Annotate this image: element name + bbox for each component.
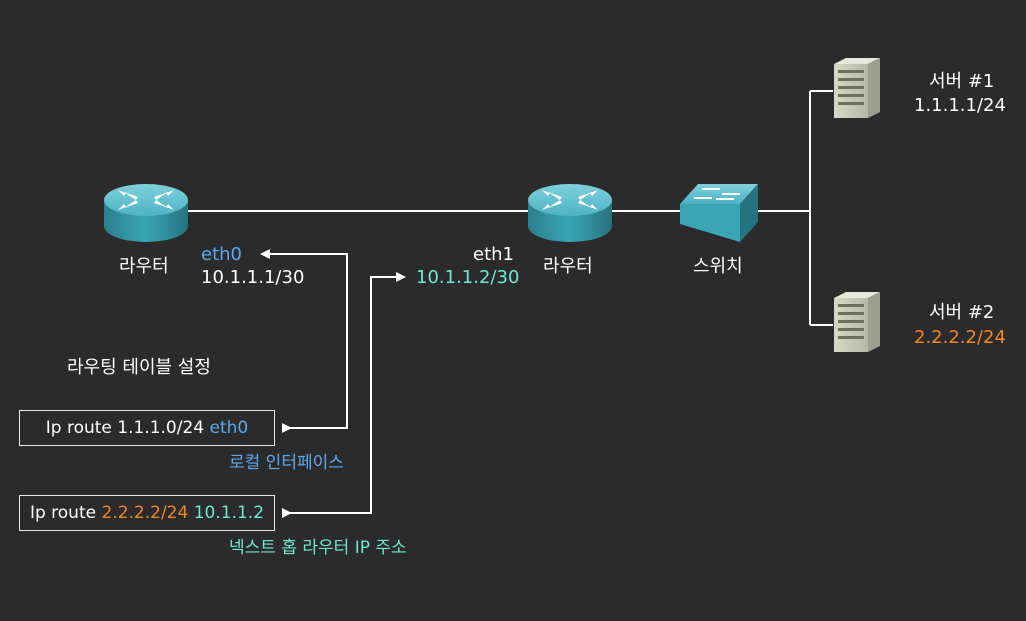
server1-icon (834, 58, 880, 118)
route2-box: Ip route 2.2.2.2/24 10.1.1.2 (19, 495, 275, 531)
right-router-iface-name: eth1 (473, 244, 514, 265)
server2-label: 서버 #2 (929, 302, 995, 323)
server2-ip: 2.2.2.2/24 (914, 327, 1006, 348)
server2-icon (834, 292, 880, 352)
route1-note: 로컬 인터페이스 (229, 453, 344, 473)
right-router-iface-ip: 10.1.1.2/30 (416, 267, 520, 288)
route2-note: 넥스트 홉 라우터 IP 주소 (229, 538, 407, 558)
route1-prefix: Ip route 1.1.1.0/24 (45, 418, 205, 438)
left-router-iface-ip: 10.1.1.1/30 (201, 267, 305, 288)
left-router-icon (104, 184, 188, 242)
right-router-icon (528, 184, 612, 242)
left-router-iface-name: eth0 (201, 244, 242, 265)
route2-target: 10.1.1.2 (193, 503, 265, 523)
route2-dest: 2.2.2.2/24 (101, 503, 189, 523)
route1-box: Ip route 1.1.1.0/24 eth0 (19, 410, 275, 446)
right-router-label: 라우터 (543, 256, 593, 277)
route1-target: eth0 (209, 418, 249, 438)
route2-prefix: Ip route (29, 503, 97, 523)
server1-label: 서버 #1 (929, 71, 995, 92)
switch-label: 스위치 (693, 256, 743, 277)
nexthop-callout-arrow (282, 272, 406, 518)
left-router-label: 라우터 (119, 256, 169, 277)
routing-table-title: 라우팅 테이블 설정 (67, 357, 211, 378)
server1-ip: 1.1.1.1/24 (914, 95, 1006, 116)
switch-icon (680, 184, 758, 242)
